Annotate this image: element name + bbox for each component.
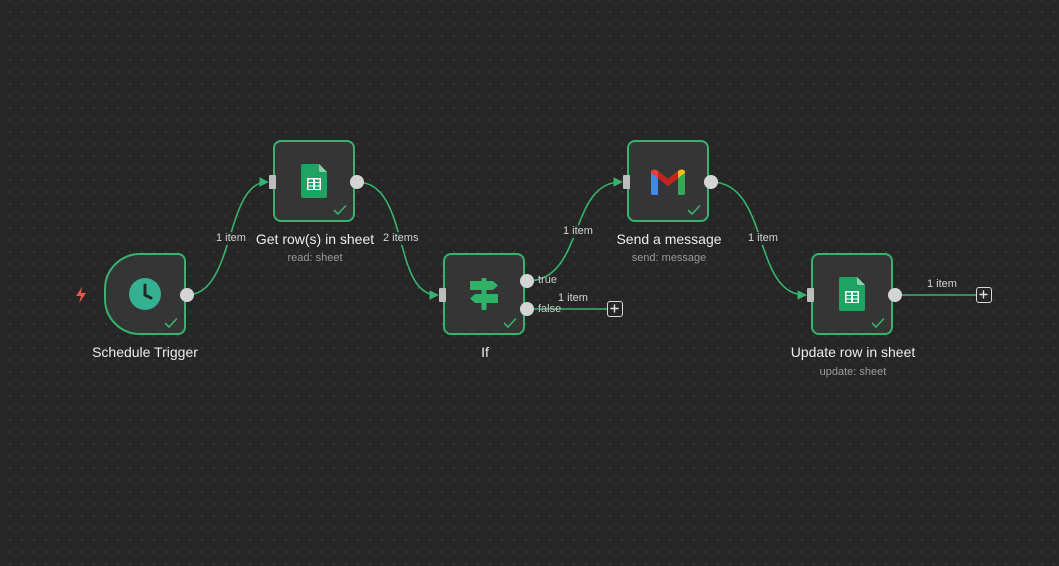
node-send-a-message[interactable] xyxy=(627,140,709,222)
plus-icon xyxy=(610,304,619,313)
node-title-schedule-trigger: Schedule Trigger xyxy=(92,344,198,360)
node-title-if: If xyxy=(481,344,489,360)
output-handle-send-message[interactable] xyxy=(704,175,718,189)
node-title-get-rows: Get row(s) in sheet xyxy=(255,231,375,247)
output-handle-get-rows[interactable] xyxy=(350,175,364,189)
output-handle-if-true[interactable] xyxy=(520,274,534,288)
output-handle-update-row[interactable] xyxy=(888,288,902,302)
edge-label-if-false-out: 1 item xyxy=(557,292,589,305)
gmail-icon xyxy=(651,169,685,195)
edge-label-send-to-update: 1 item xyxy=(747,232,779,245)
node-title-send-message: Send a message xyxy=(616,231,722,247)
edge-label-update-out: 1 item xyxy=(926,278,958,291)
clock-icon xyxy=(129,278,161,310)
if-true-label: true xyxy=(538,274,557,286)
node-title-update-row: Update row in sheet xyxy=(790,344,916,360)
success-check-icon xyxy=(503,318,517,328)
add-node-button-update-row[interactable] xyxy=(976,287,992,303)
node-get-rows-in-sheet[interactable] xyxy=(273,140,355,222)
node-subtitle-send-message: send: message xyxy=(631,252,707,264)
input-handle-get-rows[interactable] xyxy=(269,175,276,189)
success-check-icon xyxy=(687,205,701,215)
add-node-button-if-false[interactable] xyxy=(607,301,623,317)
node-update-row-in-sheet[interactable] xyxy=(811,253,893,335)
if-false-label: false xyxy=(538,303,562,315)
edge-label-trigger-to-get: 1 item xyxy=(215,232,247,245)
output-handle-if-false[interactable] xyxy=(520,302,534,316)
edge-label-if-true-to-send: 1 item xyxy=(562,225,594,238)
input-handle-if[interactable] xyxy=(439,288,446,302)
google-sheets-icon xyxy=(839,277,865,311)
success-check-icon xyxy=(871,318,885,328)
node-subtitle-get-rows: read: sheet xyxy=(287,252,343,264)
google-sheets-icon xyxy=(301,164,327,198)
node-schedule-trigger[interactable] xyxy=(104,253,186,335)
plus-icon xyxy=(979,290,988,299)
node-subtitle-update-row: update: sheet xyxy=(819,366,887,378)
trigger-bolt-icon xyxy=(76,287,86,303)
edge-label-get-to-if: 2 items xyxy=(382,232,420,245)
success-check-icon xyxy=(333,205,347,215)
node-if[interactable] xyxy=(443,253,525,335)
input-handle-update-row[interactable] xyxy=(807,288,814,302)
output-handle-schedule-trigger[interactable] xyxy=(180,288,194,302)
signpost-icon xyxy=(470,278,498,310)
input-handle-send-message[interactable] xyxy=(623,175,630,189)
success-check-icon xyxy=(164,318,178,328)
